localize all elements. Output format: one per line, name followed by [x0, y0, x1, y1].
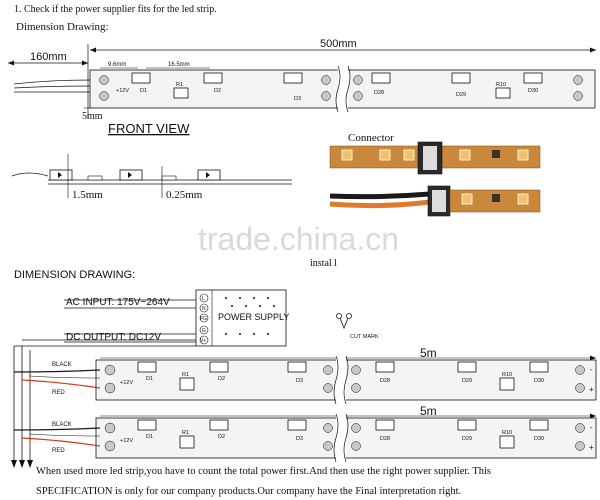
strip-2: +12V D1 D2 D3 D28 D29 D30 R1 R10 - +	[95, 413, 597, 463]
led-label-d3: D3	[294, 96, 301, 102]
strip2-r1: R1	[182, 430, 189, 436]
cut-mark: CUT MARK	[336, 313, 379, 340]
note-line-1: When used more led strip,you have to cou…	[36, 466, 491, 477]
strip-1: +12V D1 D2 D3 D28 D29 D30 R1 R10 - +	[95, 355, 597, 405]
cut-mark-label: CUT MARK	[350, 334, 379, 340]
dim-16-5-label: 16.5mm	[168, 62, 190, 68]
strip1-plus12v: +12V	[120, 380, 133, 386]
strip1-r10: R10	[502, 372, 512, 378]
note-line-2: SPECIFICATION is only for our company pr…	[36, 486, 461, 497]
strip2-plus: +	[589, 443, 594, 452]
ps-terminal-g: G	[202, 328, 206, 334]
connector-label: Connector	[348, 132, 394, 144]
strip2-black-label: BLACK	[52, 422, 72, 428]
strip2-d2: D2	[218, 434, 225, 440]
dim-500mm: 500mm	[90, 38, 596, 53]
strip1-plus: +	[589, 385, 594, 394]
strip2-minus: -	[590, 423, 593, 432]
ps-terminal-l: L	[202, 296, 205, 302]
dimension-drawing-heading: DIMENSION DRAWING:	[14, 269, 135, 281]
strip1-d3: D3	[296, 378, 303, 384]
dim-9-6-label: 9.6mm	[108, 62, 126, 68]
connector-photo	[329, 141, 541, 217]
front-view-title: FRONT VIEW	[108, 121, 190, 136]
strip1-d2: D2	[218, 376, 225, 382]
ps-terminal-fg: FG	[200, 316, 207, 322]
length-label-1: 5m	[420, 346, 437, 360]
led-label-d1: D1	[140, 88, 147, 94]
plus-12v: +12V	[116, 88, 129, 94]
dc-output-label: DC OUTPUT: DC12V	[66, 332, 161, 343]
led-label-d2: D2	[214, 88, 221, 94]
led-label-d30: D30	[528, 88, 538, 94]
strip1-d28: D28	[380, 378, 390, 384]
strip1-black-label: BLACK	[52, 362, 72, 368]
strip2-plus12v: +12V	[120, 438, 133, 444]
top-wires	[13, 79, 93, 93]
power-supply: AC INPUT: 175V~264V DC OUTPUT: DC12V L N…	[64, 289, 289, 347]
step-text: 1. Check if the power supplier fits for …	[14, 4, 217, 15]
dimension-drawing-label: Dimension Drawing:	[16, 21, 109, 33]
dim-160mm: 160mm	[8, 44, 89, 118]
power-supply-label: POWER SUPPLY	[218, 312, 289, 322]
led-label-d29: D29	[456, 92, 466, 98]
strip2-d29: D29	[462, 436, 472, 442]
strip2-d3: D3	[296, 436, 303, 442]
strip-2-wires: BLACK RED	[13, 422, 101, 454]
strip2-d30: D30	[534, 436, 544, 442]
strip2-r10: R10	[502, 430, 512, 436]
front-view-profile: 1.5mm 0.25mm	[11, 154, 292, 201]
dim-small: 9.6mm 16.5mm	[100, 62, 210, 69]
dim-5-label: 5mm	[82, 111, 103, 122]
strip1-r1: R1	[182, 372, 189, 378]
watermark: trade.china.cn	[198, 221, 399, 257]
dim-1-5-label: 1.5mm	[72, 189, 103, 201]
ac-input-label: AC INPUT: 175V~264V	[66, 297, 170, 308]
dim-500-label: 500mm	[320, 38, 357, 50]
strip1-d30: D30	[534, 378, 544, 384]
strip1-red-label: RED	[52, 390, 65, 396]
dim-5mm: 5mm	[82, 107, 103, 122]
res-label-r10: R10	[496, 82, 506, 88]
ps-terminal-vplus: V+	[200, 338, 206, 344]
strip2-red-label: RED	[52, 448, 65, 454]
strip2-d28: D28	[380, 436, 390, 442]
strip1-d29: D29	[462, 378, 472, 384]
ps-terminal-n: N	[202, 306, 206, 312]
strip1-minus: -	[590, 365, 593, 374]
res-label-r1: R1	[176, 82, 183, 88]
strip-1-wires: BLACK RED	[13, 362, 101, 396]
length-label-2: 5m	[420, 404, 437, 418]
bus-wires	[11, 339, 196, 468]
dim-160-label: 160mm	[30, 51, 67, 63]
top-strip: +12V D1 D2 D3 D28 D29 D30 R1 R10	[89, 65, 596, 113]
strip1-d1: D1	[146, 376, 153, 382]
led-label-d28: D28	[374, 90, 384, 96]
dim-0-25-label: 0.25mm	[166, 189, 203, 201]
install-label: instal l	[310, 258, 337, 269]
strip2-d1: D1	[146, 434, 153, 440]
